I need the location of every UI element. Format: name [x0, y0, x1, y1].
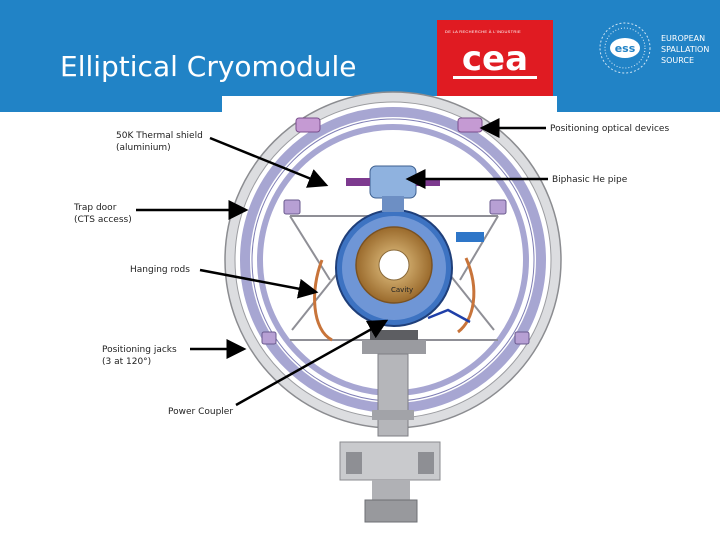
blue-pipe	[427, 308, 471, 324]
arrow-thermal-shield	[209, 136, 329, 188]
label-trap-door: Trap door (CTS access)	[74, 202, 132, 226]
label-line: (3 at 120°)	[102, 357, 152, 367]
ess-logo-caption: EUROPEAN SPALLATION SOURCE	[661, 33, 709, 66]
ess-logo: ess	[599, 22, 651, 74]
power-coupler	[339, 353, 441, 523]
label-line: 50K Thermal shield	[116, 131, 203, 141]
side-brackets	[261, 199, 530, 345]
side-pipe-block	[456, 232, 484, 242]
cea-logo-text: cea	[462, 39, 528, 79]
label-cavity: Cavity	[391, 286, 414, 294]
optical-device-flanges	[295, 117, 483, 133]
page-title: Elliptical Cryomodule	[60, 50, 357, 83]
cavity-assembly	[335, 209, 453, 327]
annotation-arrows	[136, 118, 548, 407]
arrow-hanging-rods	[199, 268, 319, 299]
copper-pipes	[313, 257, 476, 342]
label-positioning-optical: Positioning optical devices	[550, 124, 670, 134]
label-line: (aluminium)	[116, 143, 171, 153]
header-bar: Elliptical Cryomodule DE LA RECHERCHE À …	[0, 0, 720, 112]
cea-logo-subtitle: DE LA RECHERCHE À L'INDUSTRIE	[445, 29, 521, 34]
label-line: Trap door	[74, 203, 117, 213]
label-line: (CTS access)	[74, 215, 132, 225]
ess-caption-line: SPALLATION	[661, 45, 710, 54]
arrow-power-coupler	[235, 319, 389, 407]
label-hanging-rods: Hanging rods	[130, 265, 190, 275]
ess-logo-text: ess	[615, 42, 636, 55]
cea-logo: DE LA RECHERCHE À L'INDUSTRIE cea	[437, 20, 553, 96]
ess-caption-line: SOURCE	[661, 56, 695, 65]
label-line: Positioning jacks	[102, 345, 177, 355]
positioning-jack-base	[362, 330, 426, 354]
label-biphasic: Biphasic He pipe	[552, 175, 628, 185]
label-positioning-jacks: Positioning jacks (3 at 120°)	[102, 344, 177, 368]
label-power-coupler: Power Coupler	[168, 407, 234, 417]
biphasic-he-pipe	[346, 165, 440, 212]
label-thermal-shield: 50K Thermal shield (aluminium)	[116, 130, 203, 154]
cea-logo-mark: cea	[453, 39, 537, 79]
ess-caption-line: EUROPEAN	[661, 34, 706, 43]
